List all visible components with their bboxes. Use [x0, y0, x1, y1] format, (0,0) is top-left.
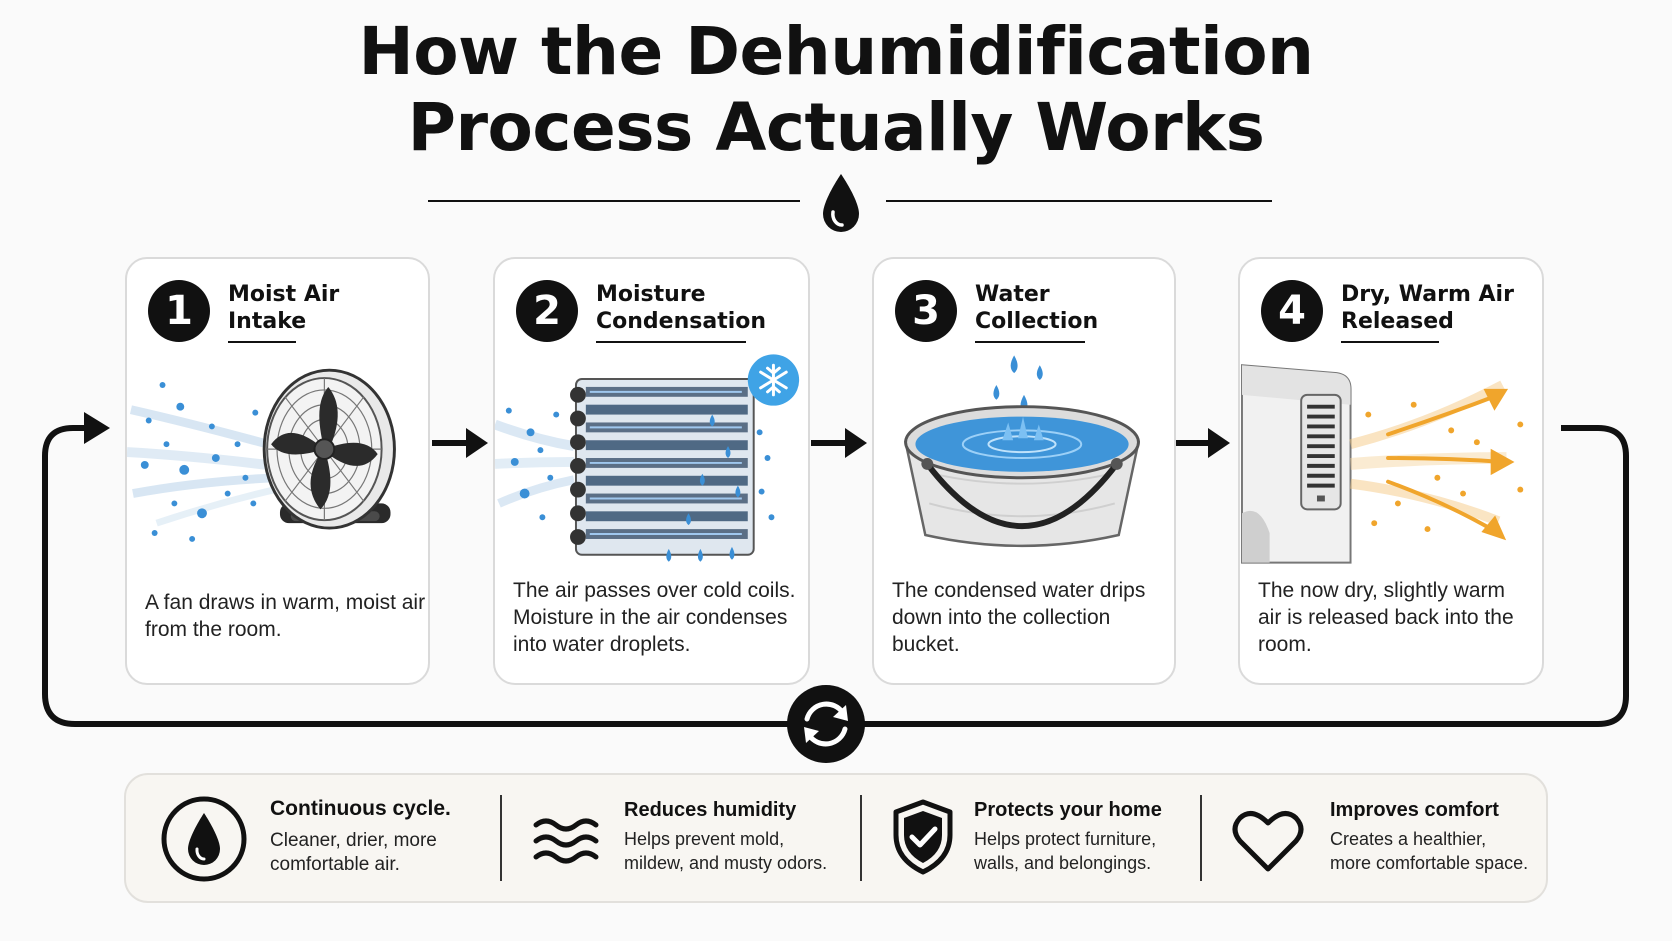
heart-icon — [1232, 811, 1304, 872]
step-card-1: 1 Moist Air Intake — [125, 257, 430, 685]
title-rule-left — [428, 200, 800, 202]
shield-check-icon — [893, 799, 953, 875]
step-title: Moist Air Intake — [228, 282, 340, 334]
step-arrow-3-4 — [1176, 428, 1230, 458]
waves-icon — [533, 818, 599, 864]
step-description: The condensed water drips down into the … — [892, 579, 1146, 656]
title-line-1: How the Dehumidification — [358, 13, 1314, 90]
step-card-2: 2 Moisture Condensation — [493, 257, 810, 685]
step-description: A fan draws in warm, moist air from the … — [145, 591, 426, 641]
title-rule-right — [886, 200, 1272, 202]
step-title-underline — [1341, 341, 1439, 343]
step-card-4: 4 Dry, Warm Air Released — [1238, 257, 1544, 685]
benefit-continuous-cycle: Continuous cycle. Cleaner, drier, more c… — [126, 775, 496, 901]
benefit-title: Protects your home — [974, 799, 1162, 821]
step-number-badge: 1 — [148, 280, 210, 342]
benefit-title: Improves comfort — [1330, 799, 1499, 821]
benefits-bar: Continuous cycle. Cleaner, drier, more c… — [124, 773, 1548, 903]
benefit-description: Creates a healthier, more comfortable sp… — [1330, 829, 1529, 873]
step-description: The air passes over cold coils. Moisture… — [513, 579, 796, 656]
benefit-description: Helps prevent mold, mildew, and musty od… — [624, 829, 828, 873]
step-title: Water Collection — [975, 282, 1099, 334]
step-arrow-2-3 — [811, 428, 867, 458]
benefit-improves-comfort: Improves comfort Creates a healthier, mo… — [1202, 775, 1548, 901]
benefit-divider — [1200, 795, 1202, 881]
loop-arrowhead — [84, 412, 110, 444]
step-title-underline — [228, 341, 296, 343]
step-description: The now dry, slightly warm air is releas… — [1258, 579, 1514, 656]
fan-icon — [127, 368, 396, 542]
benefit-title: Continuous cycle. — [270, 797, 451, 820]
step-title-underline — [596, 341, 746, 343]
benefit-reduces-humidity: Reduces humidity Helps prevent mold, mil… — [502, 775, 858, 901]
title-line-2: Process Actually Works — [407, 89, 1265, 166]
benefit-divider — [500, 795, 502, 881]
step-number-badge: 2 — [516, 280, 578, 342]
step-card-3: 3 Water Collection The condensed water d… — [872, 257, 1176, 685]
coil-icon — [495, 354, 800, 562]
benefit-divider — [860, 795, 862, 881]
water-drop-icon — [823, 174, 859, 232]
step-title: Moisture Condensation — [596, 282, 767, 334]
water-drop-icon — [161, 796, 247, 882]
step-title: Dry, Warm Air Released — [1341, 282, 1514, 334]
step-number-badge: 3 — [895, 280, 957, 342]
benefit-description: Cleaner, drier, more comfortable air. — [270, 830, 437, 875]
benefit-title: Reduces humidity — [624, 799, 797, 821]
bucket-icon — [904, 355, 1140, 548]
benefit-protects-home: Protects your home Helps protect furnitu… — [862, 775, 1198, 901]
step-number-badge: 4 — [1261, 280, 1323, 342]
benefit-description: Helps protect furniture, walls, and belo… — [974, 829, 1157, 873]
cycle-icon — [787, 685, 865, 763]
page-title: How the Dehumidification Process Actuall… — [0, 14, 1672, 166]
step-title-underline — [975, 341, 1085, 343]
step-arrow-1-2 — [432, 428, 488, 458]
dehumidifier-icon — [1240, 364, 1524, 564]
